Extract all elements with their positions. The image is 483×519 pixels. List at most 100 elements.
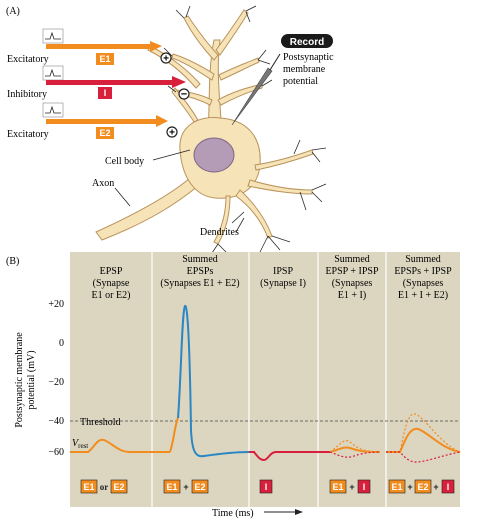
- terminal-e2: [156, 115, 168, 127]
- axon-leader: [114, 187, 131, 207]
- footer-tag: E1: [166, 482, 177, 492]
- col2-title-2: EPSPs: [187, 266, 214, 277]
- sign-i: −: [181, 89, 187, 101]
- record-desc-1: Postsynaptic: [283, 52, 334, 63]
- trace-epsp-ipsp: [329, 446, 381, 453]
- footer-tag-box: [259, 479, 273, 494]
- col1-title-3: E1 or E2): [92, 290, 131, 301]
- col5-title-4: E1 + I + E2): [398, 290, 448, 301]
- y-axis-label-line2: potential (mV): [26, 350, 37, 409]
- tag-i: I: [104, 88, 107, 98]
- col4-title-2: EPSP + IPSP: [325, 266, 379, 277]
- trace-summed-epsp-rise: [169, 417, 179, 453]
- col2-title-1: Summed: [182, 254, 218, 265]
- record-desc-2: membrane: [283, 64, 326, 75]
- record-badge: [281, 34, 333, 48]
- footer-tag: E1: [332, 482, 343, 492]
- sign-circle-e2: [166, 126, 178, 138]
- trace-epsp-ipsp-epsp-only: [329, 440, 381, 453]
- input-inhibitory-i: Inhibitory I −: [7, 65, 190, 101]
- footer-tag-box: [414, 479, 432, 494]
- footer-tag: I: [447, 482, 450, 492]
- y-tick: 0: [59, 338, 64, 349]
- terminal-i: [172, 76, 186, 88]
- footer-tag: I: [265, 482, 268, 492]
- footer-joiner: +: [183, 482, 188, 492]
- recording-electrode: Record Postsynaptic membrane potential: [231, 34, 334, 126]
- stimulus-trace-e2: [45, 105, 61, 114]
- trace-epsp: [70, 438, 170, 453]
- input-kind-e1: Excitatory: [7, 54, 49, 65]
- col2-title-3: (Synapses E1 + E2): [160, 278, 239, 289]
- footer-tag-box: [441, 479, 455, 494]
- trace-spike: [177, 304, 250, 458]
- footer-joiner: +: [433, 482, 438, 492]
- footer-tag: E1: [391, 482, 402, 492]
- col5-title-2: EPSPs + IPSP: [394, 266, 452, 277]
- footer-tag-box: [329, 479, 347, 494]
- footer-tag: I: [363, 482, 366, 492]
- x-axis-label: Time (ms): [212, 508, 254, 519]
- y-axis-label-line1: Postsynaptic membrane: [14, 332, 25, 428]
- footer-tag: E1: [83, 482, 94, 492]
- footer-joiner: +: [349, 482, 354, 492]
- col3-title-2: (Synapse I): [260, 278, 306, 289]
- sign-e1: +: [163, 54, 169, 65]
- terminal-e1: [150, 41, 162, 52]
- footer-tag-box: [163, 479, 181, 494]
- trace-epsps-ipsp: [386, 427, 461, 453]
- y-tick: −20: [48, 377, 64, 388]
- footer-tag-box: [388, 479, 406, 494]
- footer-tag-box: [80, 479, 98, 494]
- axon-i: [46, 80, 174, 85]
- footer-joiner: or: [100, 482, 109, 492]
- col4-title-3: (Synapses: [332, 278, 373, 289]
- tag-e1: E1: [99, 54, 110, 64]
- tag-e2: E2: [99, 128, 110, 138]
- sign-circle-i: [178, 88, 190, 100]
- input-excitatory-e1: Excitatory E1 +: [7, 28, 172, 65]
- col1-title-1: EPSP: [100, 266, 123, 277]
- stimulus-trace-i: [45, 68, 61, 77]
- footer-tag-box: [191, 479, 209, 494]
- y-axis-label: Postsynaptic membrane potential (mV): [14, 332, 37, 428]
- cell-body-leader: [152, 149, 191, 161]
- footer-tag: E2: [417, 482, 428, 492]
- column-titles: EPSP (Synapse E1 or E2) Summed EPSPs (Sy…: [92, 254, 453, 301]
- footer-tag: E2: [194, 482, 205, 492]
- dendrites-label: Dendrites: [200, 227, 239, 238]
- sign-e2: +: [169, 128, 175, 139]
- traces: [70, 304, 461, 463]
- axon-e1: [46, 44, 152, 49]
- input-kind-e2: Excitatory: [7, 129, 49, 140]
- record-desc-3: potential: [283, 76, 318, 87]
- col4-title-4: E1 + I): [338, 290, 366, 301]
- stimulus-trace-e1: [45, 31, 61, 40]
- dendrites-leader: [231, 211, 245, 224]
- footer-tag-box: [110, 479, 128, 494]
- column-dividers: [151, 252, 387, 507]
- y-axis: +20 0 −20 −40 −60: [48, 299, 64, 458]
- nucleus: [193, 137, 235, 173]
- y-tick: −60: [48, 447, 64, 458]
- column-footers: E1 or E2 E1 + E2 I E1 + I E1 + E2 + I: [80, 479, 455, 494]
- col5-title-1: Summed: [405, 254, 441, 265]
- col1-title-2: (Synapse: [93, 278, 130, 289]
- col3-title-1: IPSP: [273, 266, 293, 277]
- trace-ipsp: [249, 451, 330, 462]
- col4-title-1: Summed: [334, 254, 370, 265]
- input-kind-i: Inhibitory: [7, 89, 47, 100]
- sign-circle-e1: [160, 52, 172, 64]
- tag-box-i: [98, 87, 112, 99]
- axon-label: Axon: [92, 178, 114, 189]
- panel-a-label: (A): [6, 6, 20, 17]
- footer-tag: E2: [113, 482, 124, 492]
- tag-box-e1: [96, 53, 114, 65]
- axon-e2: [46, 119, 158, 124]
- vrest-label: Vrest: [72, 438, 88, 450]
- record-label: Record: [290, 37, 324, 48]
- tag-box-e2: [96, 127, 114, 139]
- y-tick: +20: [48, 299, 64, 310]
- trace-epsps-ipsp-ipsp-only: [386, 451, 461, 463]
